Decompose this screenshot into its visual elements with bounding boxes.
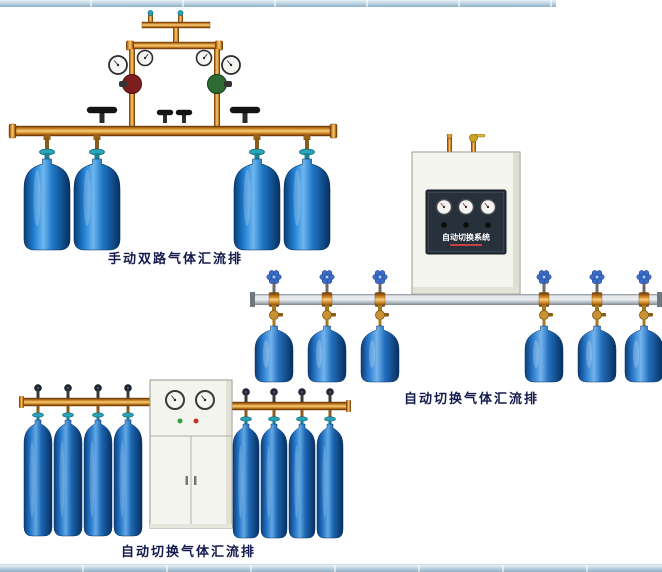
valve-handwheel	[156, 109, 174, 124]
regulator-knob	[224, 81, 232, 87]
cabinet-top-pipe	[447, 134, 452, 152]
product-caption: 自动切换气体汇流排	[404, 391, 540, 406]
gas-cylinder	[232, 388, 260, 539]
auto-switch-floor-manifold-illustration	[19, 379, 351, 539]
cabinet-top-pipe	[471, 139, 476, 152]
outlet-valve-cap	[147, 10, 154, 16]
gas-cylinder	[308, 270, 346, 382]
pressure-gauge	[479, 198, 497, 216]
door-handle	[185, 476, 188, 485]
gas-cylinder	[525, 270, 563, 382]
product-caption: 手动双路气体汇流排	[108, 251, 244, 266]
valve-handwheel	[86, 106, 118, 124]
gas-cylinder	[53, 384, 83, 537]
regulator-station-left	[108, 49, 154, 128]
pressure-gauge	[221, 55, 241, 75]
pressure-gauge	[195, 49, 213, 67]
manifold-header-assembly	[126, 10, 223, 75]
bottom-border-strip	[0, 564, 662, 572]
control-cabinet: 自动切换系统	[411, 134, 521, 295]
gas-cylinder	[260, 388, 288, 539]
control-cabinet	[149, 379, 233, 529]
outlet-valve-cap	[177, 10, 184, 16]
gas-cylinder	[23, 384, 53, 537]
ball-valve	[469, 134, 478, 143]
gas-cylinder	[73, 134, 121, 251]
valve-handwheel	[175, 109, 193, 124]
green-indicator-light	[177, 418, 183, 424]
auto-switch-wall-manifold-illustration: 自动切换系统	[250, 134, 662, 386]
valve-handwheel	[229, 106, 261, 124]
regulator-knob	[119, 81, 127, 87]
pressure-gauge	[136, 49, 154, 67]
door-handle	[194, 476, 197, 485]
gas-cylinder	[288, 388, 316, 539]
cabinet-sublabel-text	[450, 244, 482, 246]
pressure-gauge	[457, 198, 475, 216]
regulator-body	[207, 74, 227, 94]
busbar-pipe	[250, 292, 662, 307]
manifold-pipe	[8, 123, 338, 139]
regulator-station-right	[195, 49, 241, 128]
gas-cylinder	[113, 384, 143, 537]
pressure-gauge	[165, 390, 185, 410]
gas-cylinder	[361, 270, 399, 382]
top-border-strip	[0, 0, 556, 7]
gas-cylinder	[578, 270, 616, 382]
product-caption: 自动切换气体汇流排	[121, 544, 257, 559]
gas-cylinder	[83, 384, 113, 537]
cabinet-control-panel: 自动切换系统	[425, 189, 507, 255]
gas-cylinder	[625, 270, 662, 382]
panel-knob	[441, 222, 447, 228]
pressure-gauge	[108, 55, 128, 75]
gas-cylinder	[316, 388, 344, 539]
manual-dual-manifold-illustration	[8, 10, 338, 251]
pressure-gauge	[195, 390, 215, 410]
gas-cylinder	[23, 134, 71, 251]
panel-knob	[485, 222, 491, 228]
manifold-pipe-right	[231, 400, 351, 412]
pressure-gauge	[435, 198, 453, 216]
panel-knob	[463, 222, 469, 228]
gas-cylinder	[255, 270, 293, 382]
red-indicator-light	[193, 418, 199, 424]
cabinet-label: 自动切换系统	[442, 232, 490, 242]
